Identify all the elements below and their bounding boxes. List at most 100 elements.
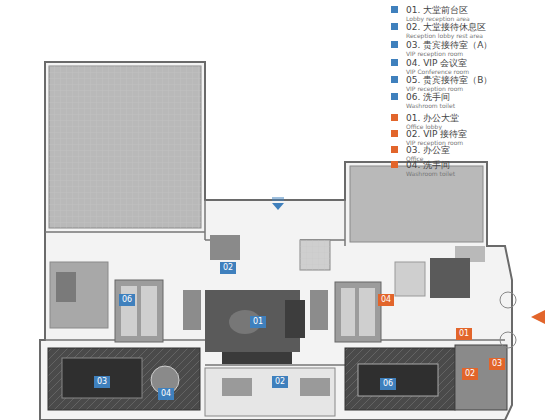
toilet-block bbox=[335, 282, 381, 342]
legend-text: 01. 办公大堂 bbox=[406, 113, 459, 123]
legend-swatch bbox=[391, 161, 398, 168]
reception-rooms bbox=[358, 364, 438, 396]
legend-item: 05. 贵宾接待室（B） bbox=[391, 76, 492, 85]
lobby bbox=[300, 240, 330, 270]
entrance-arrow bbox=[272, 198, 545, 324]
walls bbox=[45, 200, 505, 365]
legend-text: 06. 洗手间 bbox=[406, 92, 450, 102]
callout-tag: 03 bbox=[489, 358, 505, 370]
lobby bbox=[300, 240, 330, 270]
legend-text: 05. 贵宾接待室（B） bbox=[406, 75, 492, 85]
callout-tag: 02 bbox=[272, 376, 288, 388]
callout-number: 03 bbox=[97, 377, 107, 386]
legend-swatch bbox=[391, 6, 398, 13]
entrance-arrow bbox=[272, 198, 284, 200]
legend-item: 02. 大堂接待休息区 bbox=[391, 23, 486, 32]
reception-rooms bbox=[205, 368, 335, 416]
legend-item: 03. 办公室 bbox=[391, 146, 450, 155]
legend-swatch bbox=[391, 146, 398, 153]
building-outline bbox=[40, 62, 512, 420]
reception-rooms bbox=[300, 378, 330, 396]
callout-tag: 06 bbox=[380, 378, 396, 390]
legend-item: 01. 办公大堂 bbox=[391, 114, 459, 123]
legend-swatch bbox=[391, 130, 398, 137]
callout-number: 02 bbox=[275, 377, 285, 386]
legend-subtitle: Office bbox=[406, 156, 424, 162]
legend-subtitle: Washroom toilet bbox=[406, 171, 455, 177]
legend-subtitle: Office lobby bbox=[406, 124, 442, 130]
grey-hall bbox=[50, 262, 108, 328]
office-lobby bbox=[395, 258, 516, 348]
callout-tag: 03 bbox=[94, 376, 110, 388]
callout-number: 01 bbox=[253, 317, 263, 326]
toilet-block bbox=[310, 290, 328, 330]
reception-rooms bbox=[48, 345, 507, 416]
grey-hall bbox=[49, 66, 485, 328]
callout-number: 03 bbox=[492, 359, 502, 368]
callout-number: 04 bbox=[161, 389, 171, 398]
reception-rooms bbox=[455, 345, 507, 410]
legend-subtitle: VIP reception room bbox=[406, 140, 463, 146]
lobby bbox=[210, 235, 240, 260]
lobby bbox=[205, 235, 330, 364]
legend-item: 01. 大堂前台区 bbox=[391, 6, 468, 15]
callout-number: 04 bbox=[381, 295, 391, 304]
legend-item: 02. VIP 接待室 bbox=[391, 130, 467, 139]
legend-subtitle: VIP Conference room bbox=[406, 69, 469, 75]
office-lobby bbox=[500, 332, 516, 348]
lobby bbox=[285, 300, 305, 338]
callout-number: 06 bbox=[122, 295, 132, 304]
legend-swatch bbox=[391, 41, 398, 48]
reception-rooms bbox=[222, 378, 252, 396]
office-lobby bbox=[500, 292, 516, 308]
legend-item: 03. 贵宾接待室（A） bbox=[391, 41, 492, 50]
legend-subtitle: Lobby reception area bbox=[406, 16, 470, 22]
grey-hall bbox=[350, 166, 483, 242]
toilet-block bbox=[115, 280, 163, 342]
toilet-block bbox=[359, 288, 375, 336]
callout-tag: 06 bbox=[119, 294, 135, 306]
entrance-arrow bbox=[272, 203, 284, 210]
toilet-block bbox=[183, 290, 201, 330]
legend-text: 02. 大堂接待休息区 bbox=[406, 22, 486, 32]
legend-item: 06. 洗手间 bbox=[391, 93, 450, 102]
legend-item: 04. VIP 会议室 bbox=[391, 59, 467, 68]
callout-tag: 02 bbox=[220, 262, 236, 274]
entrance-arrow bbox=[531, 310, 545, 324]
reception-rooms bbox=[48, 348, 200, 410]
lobby bbox=[222, 352, 292, 364]
office-lobby bbox=[395, 262, 425, 296]
legend-subtitle: VIP reception room bbox=[406, 51, 463, 57]
callout-number: 02 bbox=[223, 263, 233, 272]
building-outline bbox=[40, 62, 512, 420]
reception-rooms bbox=[62, 358, 142, 398]
reception-rooms bbox=[345, 348, 455, 410]
legend-text: 02. VIP 接待室 bbox=[406, 129, 467, 139]
legend-swatch bbox=[391, 114, 398, 121]
legend-swatch bbox=[391, 93, 398, 100]
toilet-block bbox=[341, 288, 355, 336]
legend-text: 01. 大堂前台区 bbox=[406, 5, 468, 15]
toilet-block bbox=[141, 286, 157, 336]
callout-tag: 04 bbox=[378, 294, 394, 306]
grey-hall bbox=[56, 272, 76, 302]
callout-number: 06 bbox=[383, 379, 393, 388]
grey-hall bbox=[49, 66, 201, 228]
office-lobby bbox=[430, 258, 470, 298]
legend-text: 03. 办公室 bbox=[406, 145, 450, 155]
legend-text: 03. 贵宾接待室（A） bbox=[406, 40, 492, 50]
toilet-block bbox=[115, 280, 381, 342]
callout-number: 02 bbox=[465, 369, 475, 378]
legend-text: 04. VIP 会议室 bbox=[406, 58, 467, 68]
legend-subtitle: Washroom toilet bbox=[406, 103, 455, 109]
callout-tag: 01 bbox=[456, 328, 472, 340]
legend-swatch bbox=[391, 76, 398, 83]
legend-swatch bbox=[391, 23, 398, 30]
callout-number: 01 bbox=[459, 329, 469, 338]
grey-hall bbox=[49, 66, 201, 228]
legend-subtitle: VIP reception room bbox=[406, 86, 463, 92]
walls bbox=[45, 200, 505, 365]
callout-tag: 02 bbox=[462, 368, 478, 380]
